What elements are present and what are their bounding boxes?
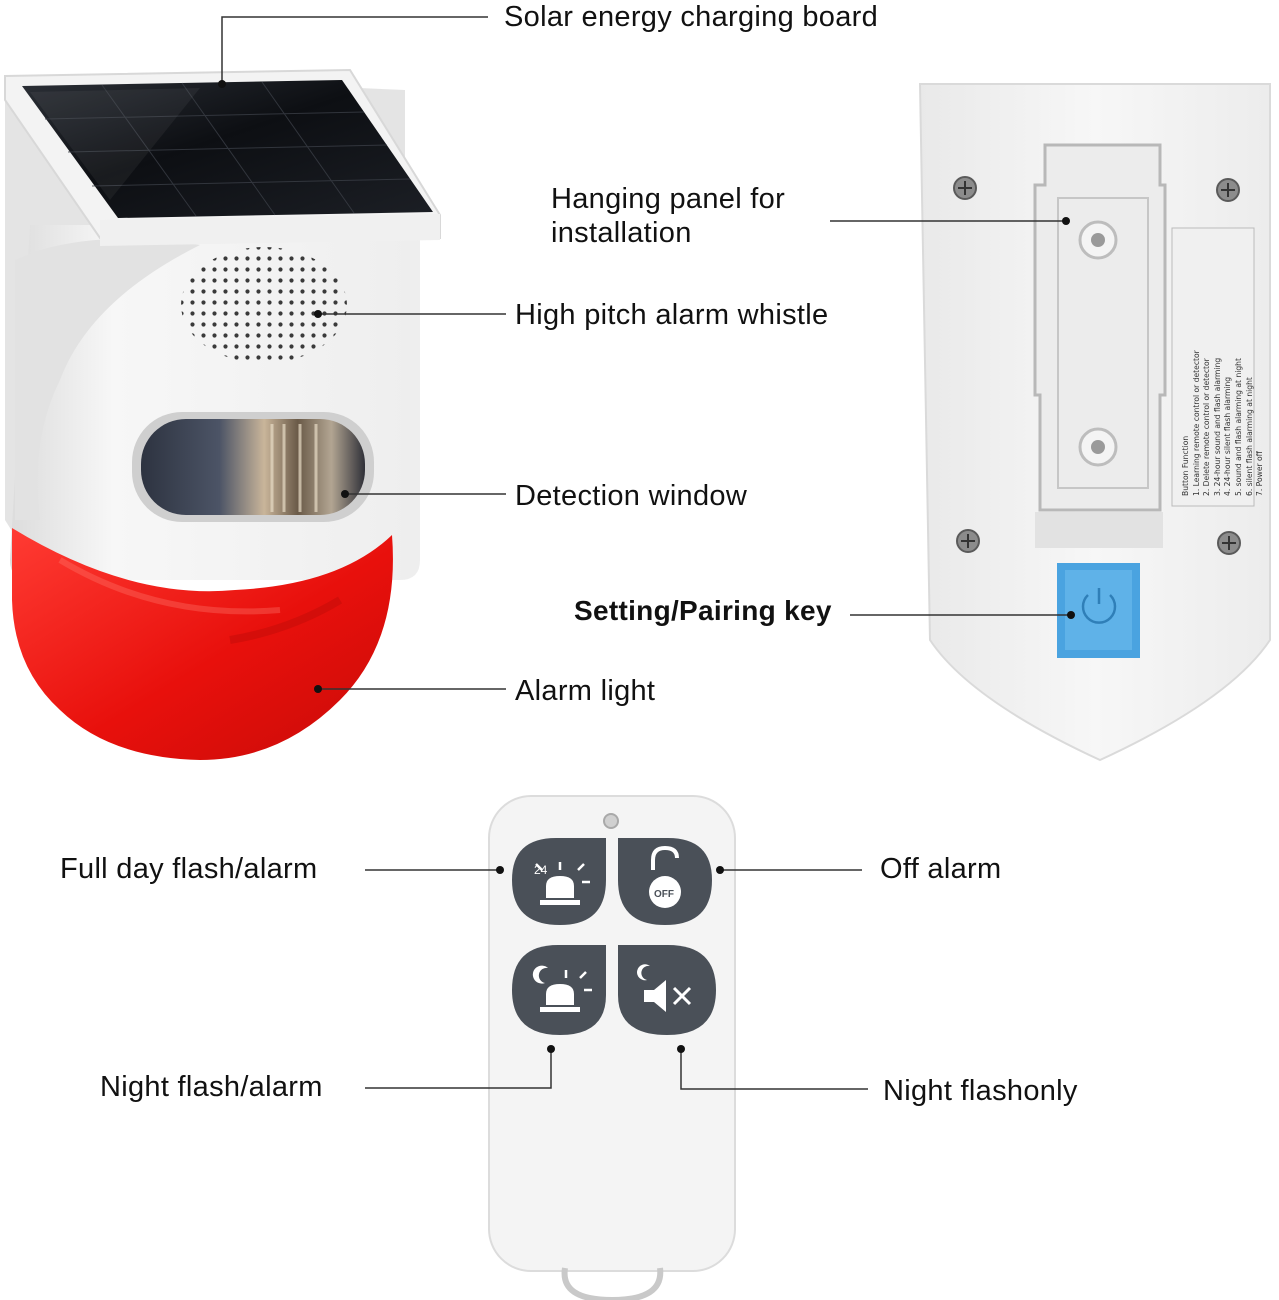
sticker-line-5: 5. sound and flash alarming at night bbox=[1233, 358, 1243, 496]
label-hanging-panel-line1: Hanging panel for bbox=[551, 183, 786, 215]
remote-control bbox=[488, 795, 736, 1300]
label-solar-board: Solar energy charging board bbox=[504, 1, 879, 33]
sensor-unit bbox=[4, 68, 441, 760]
sticker-line-2: 2. Delete remote control or detector bbox=[1202, 358, 1212, 496]
detection-window-lens bbox=[141, 419, 365, 515]
sticker-line-6: 6. silent flash alarming at night bbox=[1244, 377, 1254, 496]
label-alarm-light: Alarm light bbox=[515, 675, 656, 707]
power-icon bbox=[1081, 588, 1117, 624]
instruction-sticker bbox=[1171, 227, 1255, 507]
label-pairing-key: Setting/Pairing key bbox=[574, 595, 832, 626]
sticker-title: Button Function bbox=[1181, 435, 1190, 496]
label-full-day: Full day flash/alarm bbox=[60, 853, 318, 885]
label-detection-window: Detection window bbox=[515, 480, 748, 512]
label-alarm-whistle: High pitch alarm whistle bbox=[515, 299, 829, 331]
label-night-flash-only: Night flashonly bbox=[883, 1075, 1078, 1107]
siren-24-icon bbox=[535, 862, 590, 905]
label-off-alarm: Off alarm bbox=[880, 853, 1002, 885]
screws bbox=[953, 176, 1241, 555]
sticker-line-1: 1. Learning remote control or detector bbox=[1191, 350, 1201, 496]
sticker-line-7: 7. Power off bbox=[1255, 451, 1265, 496]
alarm-light-dome bbox=[12, 528, 393, 760]
sticker-text: Button Function 1. Learning remote contr… bbox=[1181, 234, 1266, 496]
moon-siren-icon bbox=[532, 965, 592, 1012]
sticker-line-4: 4. 24-hour silent flash alarming bbox=[1223, 376, 1233, 496]
sticker-line-3: 3. 24-hour sound and flash alarming bbox=[1212, 357, 1222, 496]
unlock-icon bbox=[649, 845, 681, 908]
remote-off-label: OFF bbox=[654, 889, 674, 900]
remote-24-label: 24 bbox=[534, 863, 548, 877]
speaker-grille bbox=[181, 247, 347, 363]
moon-mute-icon bbox=[637, 964, 692, 1012]
label-night-flash-alarm: Night flash/alarm bbox=[100, 1071, 323, 1103]
callout-lines bbox=[218, 16, 1075, 1090]
button-night-flash bbox=[618, 945, 716, 1035]
back-plate bbox=[918, 83, 1271, 762]
label-hanging-panel-line2: installation bbox=[551, 217, 692, 249]
